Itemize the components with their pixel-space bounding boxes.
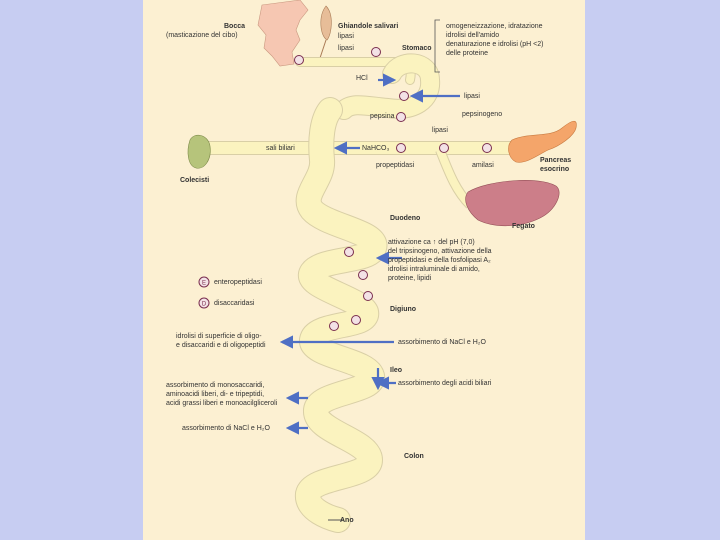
label-lipasi-right: lipasi xyxy=(464,93,480,100)
label-sali-biliari: sali biliari xyxy=(266,145,295,152)
enzyme-markers xyxy=(294,47,492,331)
label-pancreas: Pancreas esocrino xyxy=(540,157,572,173)
label-lipasi-mid: lipasi xyxy=(432,127,448,134)
label-stomaco: Stomaco xyxy=(402,45,432,52)
label-fegato: Fegato xyxy=(512,223,535,230)
label-ghiandole-sub: lipasi xyxy=(338,33,354,40)
secretion-arrows xyxy=(279,73,460,435)
label-digiuno: Digiuno xyxy=(390,306,417,313)
duodeno-process-text: attivazione ca ↑ del pH (7,0) del tripsi… xyxy=(388,239,492,282)
label-colon: Colon xyxy=(404,453,424,460)
legend-label: disaccaridasi xyxy=(214,299,255,307)
legend-label: enteropeptidasi xyxy=(214,278,262,286)
face-illustration xyxy=(257,0,309,67)
liver xyxy=(465,180,560,227)
label-pepsinogeno: pepsinogeno xyxy=(462,111,503,118)
stomach-process-text: omogeneizzazione, idratazione idrolisi d… xyxy=(446,23,544,57)
disaccharidase-icon: D xyxy=(198,297,210,309)
label-ileo-right: assorbimento degli acidi biliari xyxy=(398,380,492,387)
svg-text:D: D xyxy=(202,302,207,308)
svg-text:E: E xyxy=(202,281,206,287)
label-hcl: HCl xyxy=(356,75,368,82)
label-ghiandole: Ghiandole salivari xyxy=(338,23,399,30)
label-propeptidasi: propeptidasi xyxy=(376,162,415,169)
label-pepsina: pepsina xyxy=(370,113,395,120)
enteropeptidase-icon: E xyxy=(198,276,210,288)
label-bocca: Bocca xyxy=(224,23,246,30)
label-colecisti: Colecisti xyxy=(180,177,210,184)
label-ano: Ano xyxy=(340,517,354,524)
label-amilasi: amilasi xyxy=(472,162,494,169)
label-nacl-left: assorbimento di NaCl e H₂O xyxy=(182,425,270,432)
label-nacl-right: assorbimento di NaCl e H₂O xyxy=(398,339,486,346)
label-duodeno: Duodeno xyxy=(390,215,421,222)
legend-item-enteropeptidasi: E enteropeptidasi xyxy=(198,276,262,288)
absorption-left-text: assorbimento di monosaccaridi, aminoacid… xyxy=(166,382,278,407)
legend-item-disaccaridasi: D disaccaridasi xyxy=(198,297,254,309)
label-ghiandole-sub2: lipasi xyxy=(338,45,354,52)
gallbladder xyxy=(187,134,211,169)
salivary-gland xyxy=(320,5,332,41)
pancreas xyxy=(508,120,577,163)
hydrolysis-text: idrolisi di superficie di oligo- e disac… xyxy=(176,333,266,349)
label-bocca-sub: (masticazione del cibo) xyxy=(166,32,238,39)
label-nahco3: NaHCO₃ xyxy=(362,145,390,152)
label-ileo: Ileo xyxy=(390,367,403,374)
